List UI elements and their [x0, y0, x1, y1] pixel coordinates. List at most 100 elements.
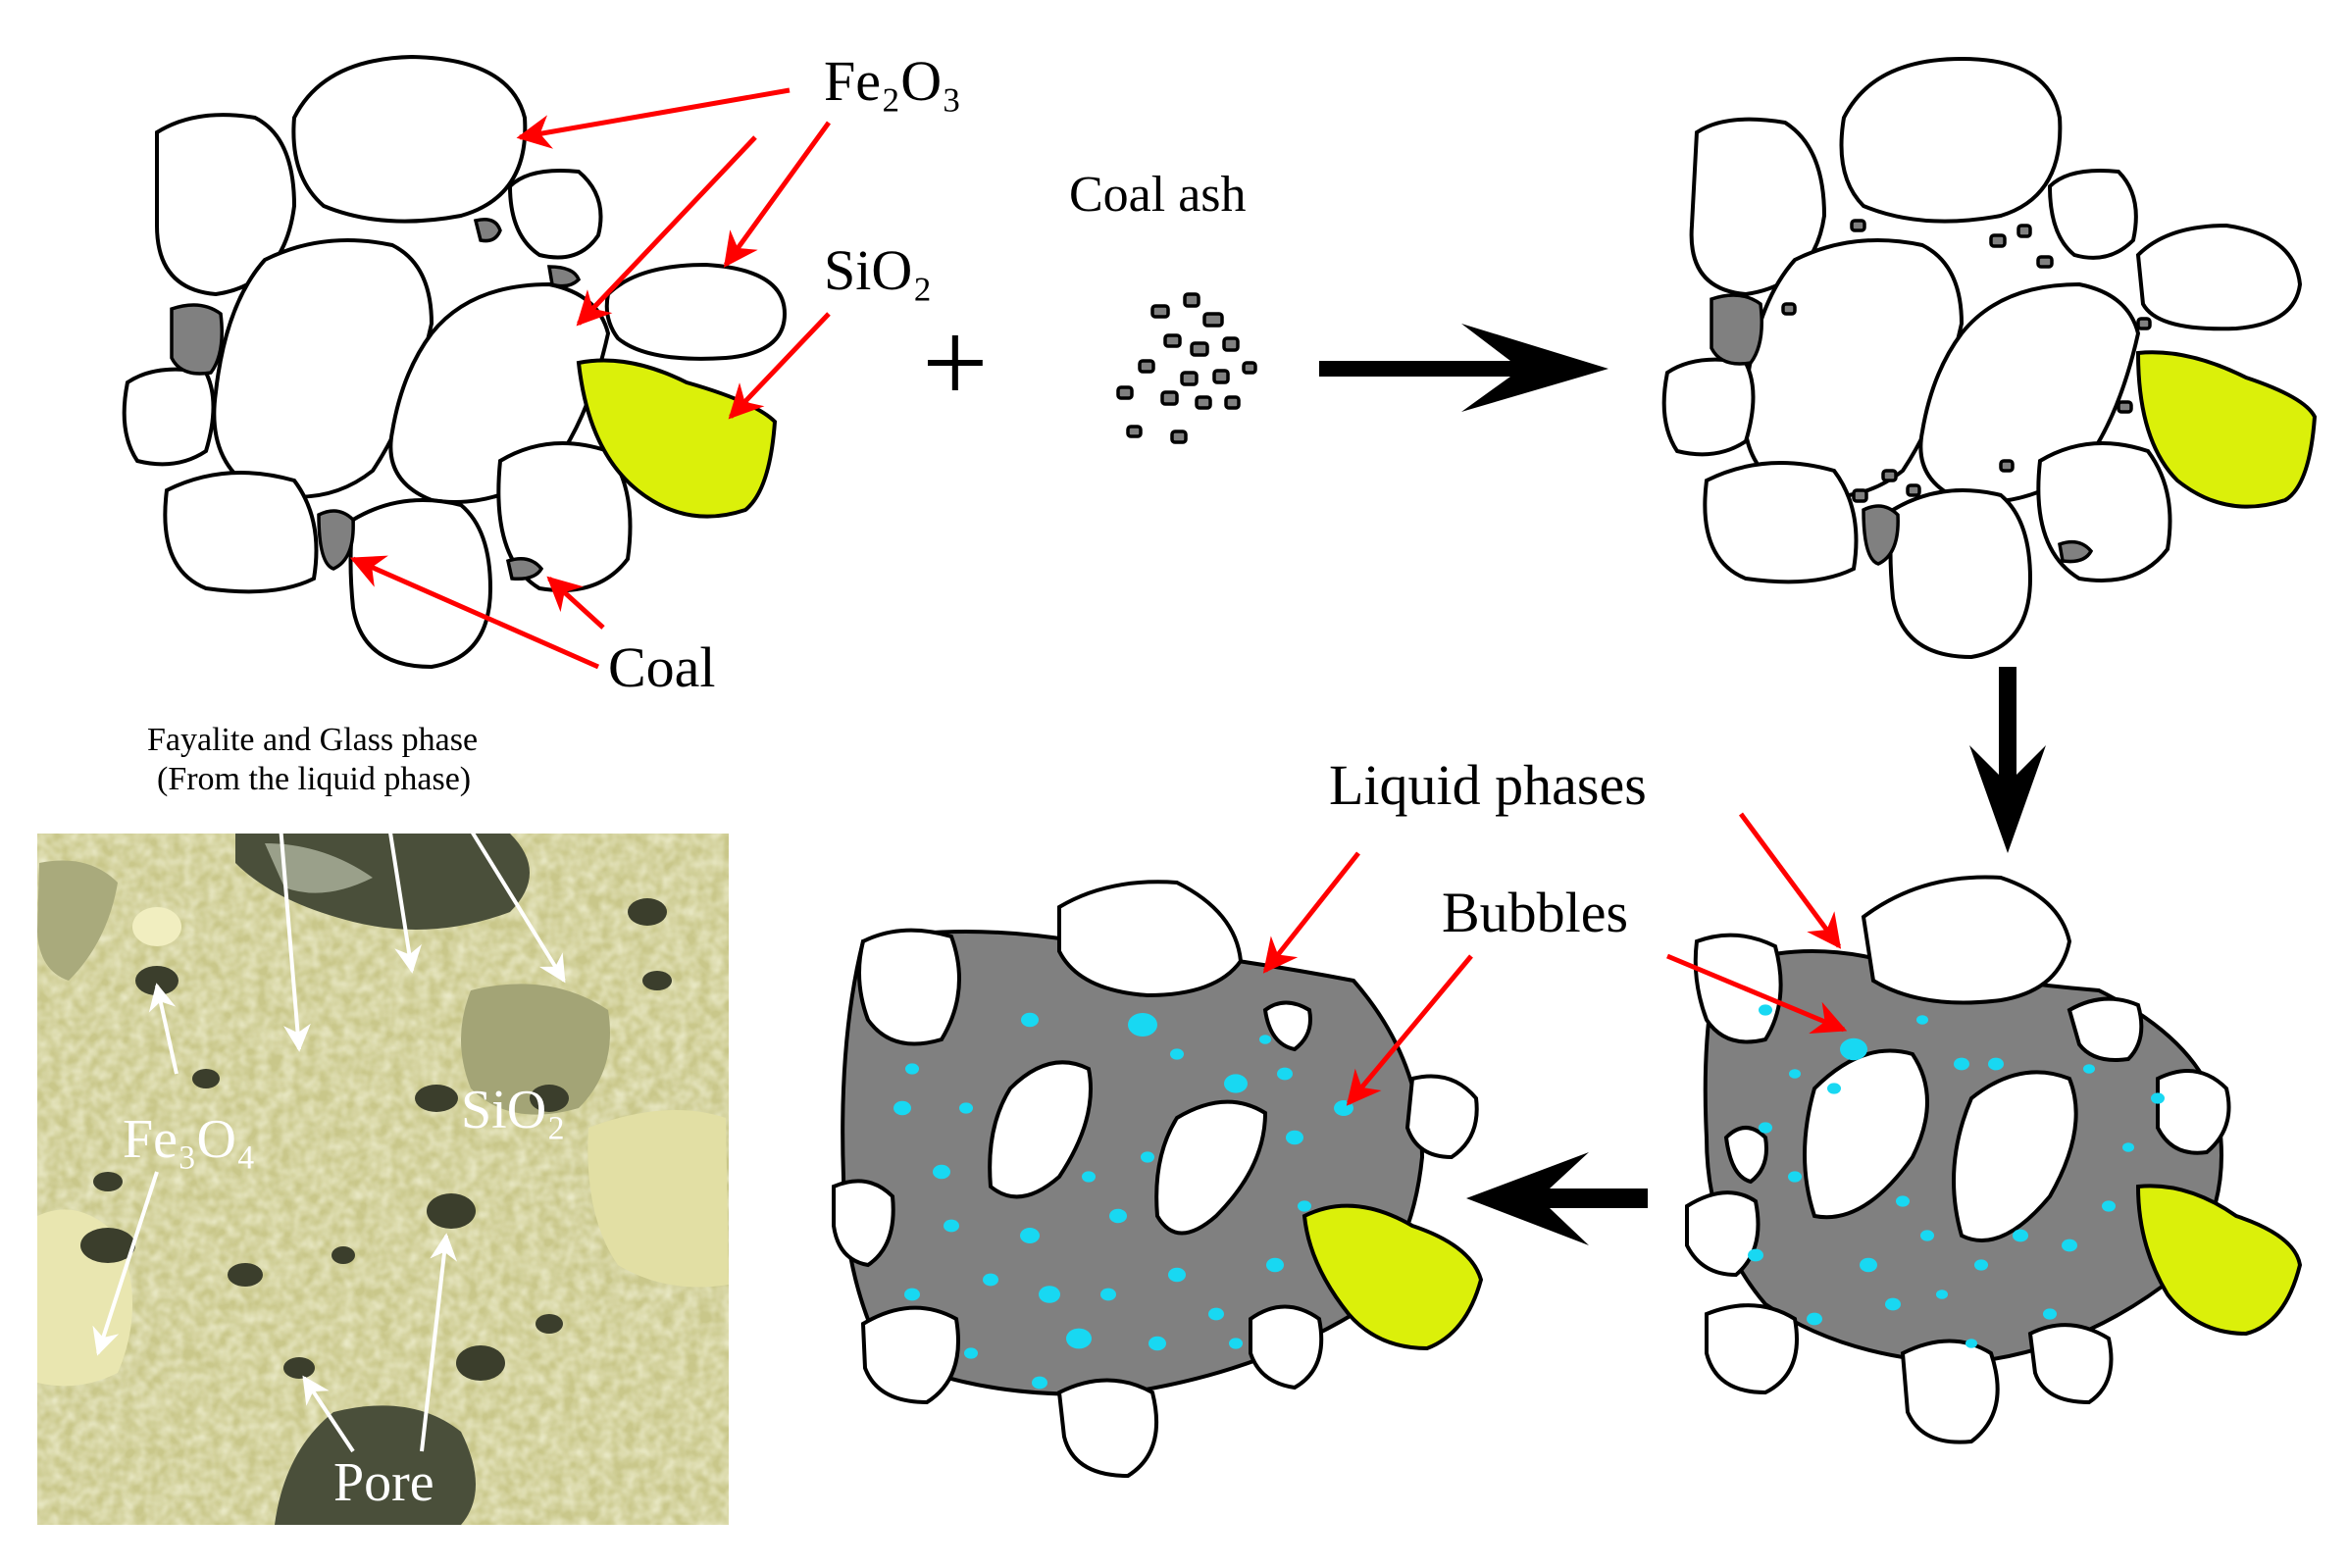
ash-particle [1116, 385, 1134, 400]
grain [1685, 1190, 1761, 1278]
grain [832, 1179, 895, 1268]
pore [192, 1069, 220, 1088]
coal-arrow [349, 555, 600, 670]
bubble [1965, 1339, 1977, 1348]
coal-ash-particles [1116, 292, 1257, 444]
pore [80, 1228, 135, 1263]
ash-particle [1881, 469, 1898, 482]
bubble [2083, 1064, 2095, 1074]
grain [1839, 56, 2063, 224]
grain [348, 498, 493, 670]
grain [1952, 1070, 2078, 1242]
bubble [1109, 1208, 1127, 1224]
fe3o4-grain [132, 907, 181, 946]
pore [642, 971, 672, 990]
ash-particle [2117, 400, 2133, 414]
bubble [1141, 1151, 1154, 1163]
ash-particle [1222, 336, 1240, 352]
grain [496, 441, 633, 592]
panel-initial-mixture [122, 54, 788, 670]
bubble [1286, 1130, 1303, 1145]
grain [507, 169, 603, 260]
ash-particle [1202, 312, 1224, 328]
grain [212, 238, 434, 499]
bubble [1020, 1228, 1040, 1243]
bubble [904, 1288, 920, 1301]
coal-particle [473, 218, 502, 243]
pore [427, 1193, 476, 1229]
ash-particle [1160, 390, 1179, 406]
ash-particle [1190, 341, 1209, 357]
fayalite-arrow [459, 812, 566, 984]
grain [1154, 1099, 1268, 1236]
bubble [1788, 1171, 1802, 1183]
bubble [1298, 1200, 1311, 1212]
grain [1861, 875, 2072, 1005]
sio2-grain [2135, 350, 2318, 509]
pore [628, 898, 667, 926]
coal-particle [505, 557, 544, 582]
fe3o4-region [587, 1110, 729, 1288]
bubble [944, 1219, 959, 1233]
coal-particle [170, 303, 224, 376]
coal-label: Coal [608, 635, 716, 699]
fe2o3-arrow [723, 121, 832, 268]
ash-particle [1781, 302, 1797, 316]
fe2o3-label: Fe₂O₃ [824, 49, 961, 113]
ash-particle [1138, 359, 1155, 374]
grain [122, 367, 216, 467]
coal-particle [317, 509, 355, 571]
grain [1056, 1378, 1159, 1479]
grain [2036, 441, 2172, 582]
bubble [1082, 1171, 1096, 1183]
process-arrow-down [1969, 667, 2046, 853]
bubble-group [1748, 1004, 2165, 1348]
grain [1888, 488, 2033, 660]
grain [1703, 461, 1859, 584]
grain [1262, 1000, 1312, 1052]
sio2-micro-label: SiO₂ [461, 1080, 566, 1140]
bubble [983, 1273, 998, 1287]
fe2o3-arrow [576, 135, 757, 327]
pore [456, 1345, 505, 1381]
plus-sign: + [922, 297, 989, 428]
bubble [1170, 1048, 1184, 1060]
panel-initial-annotations: Fe₂O₃ SiO₂ Coal [349, 49, 961, 699]
liquid-phase-arrow [1262, 851, 1360, 974]
ash-particle [1999, 459, 2015, 473]
bubble [905, 1063, 919, 1075]
micrograph-section: Fayalite and Glass phase (From the liqui… [37, 722, 729, 1525]
bubble [1920, 1230, 1934, 1241]
bubble [1974, 1259, 1988, 1271]
ash-particle [2036, 255, 2054, 269]
grain [860, 1305, 960, 1405]
panel-bubble-growth [832, 880, 1484, 1479]
liquid-phase-arrow [1738, 812, 1842, 949]
bubble [1807, 1312, 1822, 1326]
pore [415, 1085, 458, 1112]
bubble [1021, 1012, 1039, 1028]
bubble [2013, 1229, 2028, 1242]
ash-particle [1126, 425, 1143, 438]
pore [93, 1172, 123, 1191]
bubble [1066, 1328, 1092, 1349]
bubble [1936, 1290, 1948, 1299]
bubble [1277, 1067, 1293, 1081]
bubble [1885, 1297, 1901, 1311]
grain [604, 262, 788, 361]
grain [988, 1060, 1093, 1199]
pore [283, 1357, 315, 1379]
grain [1249, 1304, 1324, 1391]
fe3o4-micro-label: Fe₃O₄ [123, 1109, 256, 1170]
liquid-bubble-annotations: Liquid phases Bubbles [1262, 753, 1848, 1106]
grain-micrograph [37, 860, 118, 981]
grain [2067, 996, 2144, 1062]
ash-particle [1989, 233, 2007, 248]
bubble-group [893, 1012, 1353, 1390]
ash-particle [1906, 483, 1921, 497]
pore [332, 1246, 355, 1264]
ash-particle [1195, 395, 1212, 410]
coal-particle [546, 265, 582, 288]
fayalite-arrow [278, 813, 311, 1052]
bubble [1208, 1307, 1224, 1321]
